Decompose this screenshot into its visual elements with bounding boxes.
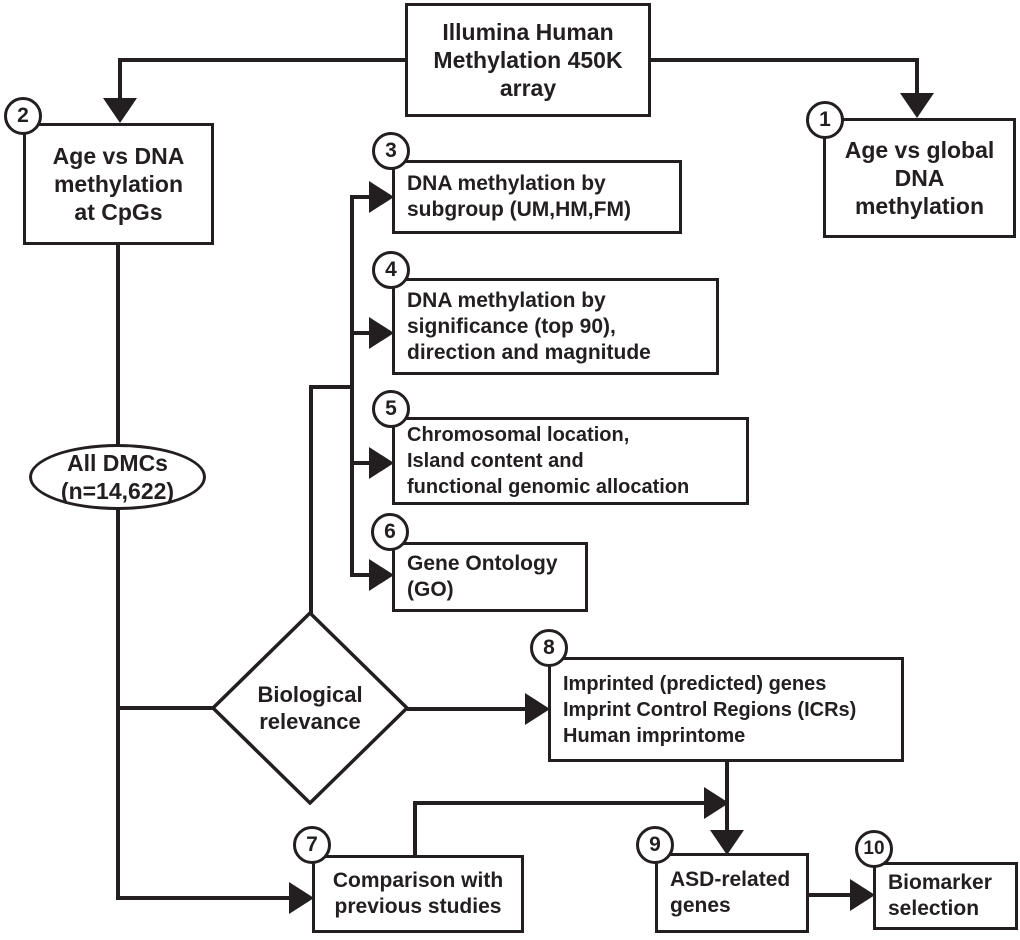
node-age-vs-global-dna-methylation: Age vs global DNA methylation xyxy=(823,118,1016,238)
step-number-7: 7 xyxy=(293,826,331,864)
connector-array-left-horizontal xyxy=(118,58,407,62)
arrowhead-into-box7-icon xyxy=(289,882,314,914)
connector-array-right-horizontal xyxy=(650,58,919,62)
step-number-4: 4 xyxy=(372,251,410,289)
connector-box9-to-box10 xyxy=(808,893,850,897)
arrowhead-into-box2-icon xyxy=(103,98,137,123)
connector-diamond-to-box8 xyxy=(407,707,525,711)
connector-to-box3 xyxy=(350,195,370,199)
arrowhead-into-box1-icon xyxy=(900,93,934,118)
node-gene-ontology: Gene Ontology (GO) xyxy=(392,542,588,612)
connector-array-to-box2-vertical xyxy=(118,58,122,100)
step-number-3: 3 xyxy=(372,132,410,170)
step-number-2: 2 xyxy=(4,97,42,135)
node-biomarker-selection: Biomarker selection xyxy=(873,862,1018,930)
connector-stem-to-trunk-horizontal xyxy=(309,385,354,389)
diamond-shape-icon xyxy=(211,611,409,805)
connector-to-box6 xyxy=(350,573,370,577)
connector-ellipse-down-vertical xyxy=(116,509,120,900)
step-number-10: 10 xyxy=(855,830,893,868)
connector-to-diamond-horizontal xyxy=(116,706,215,710)
step-number-5: 5 xyxy=(372,390,410,428)
connector-box7-up-vertical xyxy=(413,801,417,857)
step-number-1: 1 xyxy=(806,101,844,139)
step-number-8: 8 xyxy=(530,629,568,667)
connector-to-box4 xyxy=(350,331,370,335)
node-chromosomal-location: Chromosomal location, Island content and… xyxy=(392,417,749,505)
arrowhead-into-box9-icon xyxy=(710,830,744,855)
connector-diamond-stem-vertical xyxy=(309,385,313,617)
node-dna-methylation-by-subgroup: DNA methylation by subgroup (UM,HM,FM) xyxy=(392,160,682,234)
arrowhead-into-box5-icon xyxy=(369,447,394,479)
connector-to-box7-horizontal xyxy=(116,896,290,900)
node-all-dmcs-ellipse: All DMCs (n=14,622) xyxy=(29,444,206,510)
arrowhead-into-box10-icon xyxy=(850,879,875,911)
arrowhead-into-box4-icon xyxy=(369,317,394,349)
arrowhead-into-box6-icon xyxy=(369,559,394,591)
connector-box7-merge-horizontal xyxy=(413,801,704,805)
node-biological-relevance-diamond: Biological relevance xyxy=(211,611,409,805)
arrowhead-into-box8-icon xyxy=(525,693,550,725)
connector-array-to-box1-vertical xyxy=(915,58,919,95)
connector-trunk-vertical xyxy=(350,195,354,577)
arrowhead-merge-junction-icon xyxy=(704,787,729,819)
step-number-6: 6 xyxy=(371,513,409,551)
node-illumina-450k-array: Illumina Human Methylation 450K array xyxy=(405,3,651,117)
node-dna-methylation-by-significance: DNA methylation by significance (top 90)… xyxy=(392,278,719,375)
node-comparison-previous-studies: Comparison with previous studies xyxy=(312,855,524,933)
arrowhead-into-box3-icon xyxy=(369,181,394,213)
node-age-vs-dna-methylation-cpgs: Age vs DNA methylation at CpGs xyxy=(23,123,214,245)
connector-to-box5 xyxy=(350,461,370,465)
step-number-9: 9 xyxy=(636,826,674,864)
connector-box2-to-ellipse xyxy=(116,245,120,445)
node-asd-related-genes: ASD-related genes xyxy=(655,853,809,933)
node-imprinted-genes: Imprinted (predicted) genes Imprint Cont… xyxy=(548,657,904,762)
